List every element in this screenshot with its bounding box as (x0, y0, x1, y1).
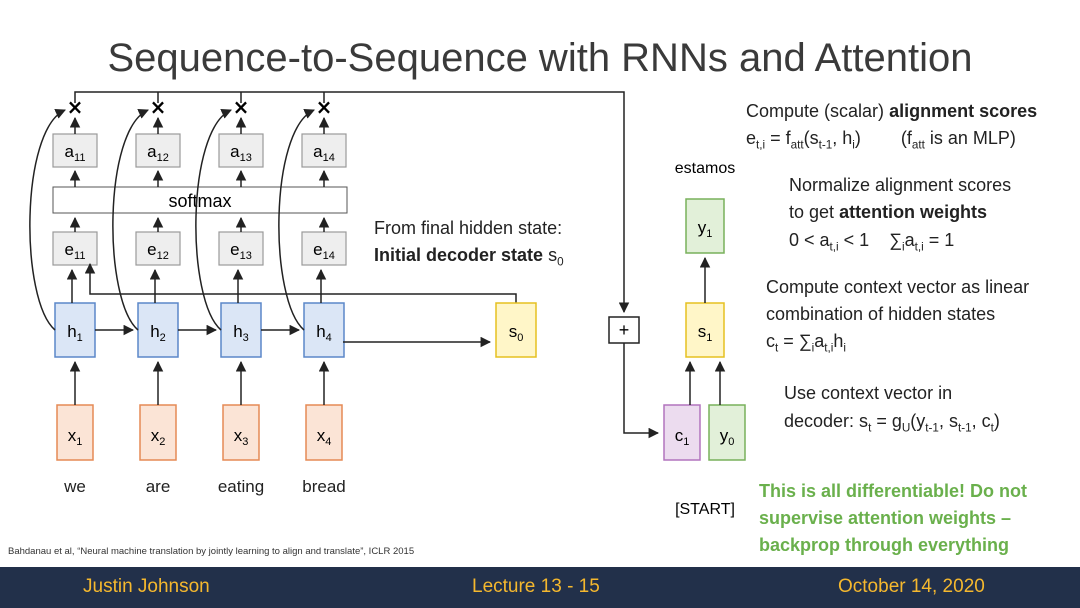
e3-label: e13 (230, 240, 252, 262)
multiply-4-symbol: × (316, 95, 333, 119)
a2-box (135, 133, 181, 168)
h1-to-mult1-curve (29, 109, 66, 331)
h3-label: h3 (233, 322, 249, 344)
a1-box (52, 133, 98, 168)
x2-box (139, 404, 177, 461)
s0-box (495, 302, 537, 358)
input-word-4: bread (302, 477, 346, 496)
multiply-3-symbol: × (233, 95, 250, 119)
footer-bar: Justin Johnson Lecture 13 - 15 October 1… (0, 567, 1080, 608)
x4-box (305, 404, 343, 461)
step2-line2: to get attention weights (789, 202, 988, 222)
seq2seq-attention-diagram: softmax x1 h1 e11 a11 × x2 h2 e12 a12 × x3 h3 e13 a13… (29, 91, 746, 518)
step4-line2: decoder: st = gU(yt-1, st-1, ct) (784, 411, 1000, 435)
a1-label: a11 (65, 142, 86, 164)
green-note-line2: supervise attention weights – (759, 508, 1012, 528)
plus-symbol: + (619, 320, 630, 340)
start-token: [START] (675, 501, 735, 518)
softmax-label: softmax (168, 191, 231, 211)
slide-title: Sequence-to-Sequence with RNNs and Atten… (107, 36, 973, 80)
x1-label: x1 (68, 426, 83, 448)
a3-box (218, 133, 264, 168)
step3-line1: Compute context vector as linear (766, 277, 1030, 297)
a3-label: a13 (230, 142, 252, 164)
h2-to-mult2-curve (112, 109, 149, 331)
x3-box (222, 404, 260, 461)
h2-label: h2 (150, 322, 166, 344)
x3-label: x3 (234, 426, 249, 448)
input-word-2: are (145, 477, 171, 496)
y0-box (708, 404, 746, 461)
output-word: estamos (675, 160, 735, 177)
plus-to-c1-arrow (623, 343, 660, 439)
x4-label: x4 (317, 426, 332, 448)
c1-box (663, 404, 701, 461)
s0-feedback-arrow (84, 262, 517, 303)
footer-author: Justin Johnson (83, 576, 210, 597)
input-word-1: we (64, 477, 86, 496)
citation: Bahdanau et al, “Neural machine translat… (8, 546, 415, 557)
multiply-1-symbol: × (67, 95, 84, 119)
h4-box (303, 302, 345, 358)
x2-label: x2 (151, 426, 166, 448)
h1-label: h1 (67, 322, 83, 344)
context-sum-arrow (74, 91, 630, 314)
a2-label: a12 (147, 142, 169, 164)
step1-line1: Compute (scalar) alignment scores (746, 101, 1038, 121)
e1-label: e11 (65, 240, 86, 262)
green-note-line3: backprop through everything (759, 535, 1010, 555)
e3-box (218, 231, 264, 266)
softmax-box (52, 186, 348, 214)
input-word-3: eating (217, 477, 265, 496)
e2-box (135, 231, 181, 266)
footer-date: October 14, 2020 (838, 576, 985, 597)
step4-line1: Use context vector in (784, 383, 953, 403)
e4-box (301, 231, 347, 266)
step2-line1: Normalize alignment scores (789, 175, 1012, 195)
h4-to-mult4-curve (278, 109, 315, 331)
multiply-2-symbol: × (150, 95, 167, 119)
footer-lecture: Lecture 13 - 15 (472, 576, 600, 597)
step3-line2: combination of hidden states (766, 304, 996, 324)
e1-box (52, 231, 98, 266)
initial-state-note-line1: From final hidden state: (374, 218, 563, 238)
initial-state-note-line2: Initial decoder state s0 (374, 245, 564, 269)
h3-to-mult3-curve (195, 109, 232, 331)
e4-label: e14 (313, 240, 335, 262)
a4-box (301, 133, 347, 168)
step1-line2: et,i = fatt(st-1, hi) (fatt is an MLP) (746, 128, 1016, 152)
green-note-line1: This is all differentiable! Do not (759, 481, 1028, 501)
step2-line3: 0 < at,i < 1 ∑iat,i = 1 (789, 230, 955, 254)
step3-line3: ct = ∑iat,ihi (766, 331, 846, 355)
e2-label: e12 (147, 240, 169, 262)
h4-label: h4 (316, 322, 332, 344)
a4-label: a14 (313, 142, 335, 164)
y1-box (685, 198, 725, 254)
